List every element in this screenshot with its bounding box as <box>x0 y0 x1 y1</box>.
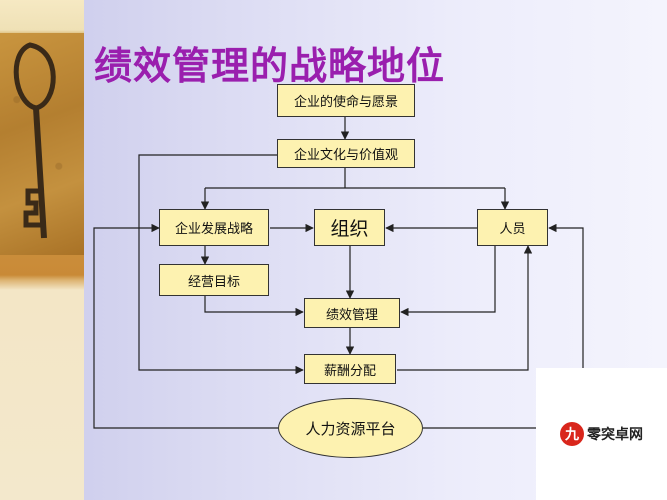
node-culture: 企业文化与价值观 <box>277 139 415 168</box>
decorative-strip <box>0 0 84 500</box>
node-performance-management: 绩效管理 <box>304 298 400 328</box>
arrow-compensation-personnel <box>397 245 533 371</box>
arrow-culture-compensation <box>138 154 304 375</box>
node-mission: 企业的使命与愿景 <box>277 84 415 117</box>
arrow-goals-performance <box>204 296 304 317</box>
key-icon <box>13 42 56 239</box>
key-photo <box>0 33 84 255</box>
node-organization: 组织 <box>314 209 385 246</box>
watermark-badge: 九 零突卓网 <box>536 368 667 500</box>
watermark-logo-icon: 九 <box>560 422 584 446</box>
watermark-logo: 九 零突卓网 <box>560 422 643 446</box>
node-compensation: 薪酬分配 <box>304 354 396 384</box>
node-hr-platform: 人力资源平台 <box>278 398 423 458</box>
slide-title: 绩效管理的战略地位 <box>94 44 446 88</box>
node-business-goals: 经营目标 <box>159 264 269 296</box>
arrow-platform-strategy <box>93 223 278 429</box>
arrow-personnel-performance <box>400 246 496 317</box>
node-strategy: 企业发展战略 <box>159 209 269 246</box>
node-personnel: 人员 <box>477 209 548 246</box>
arrow-platform-personnel <box>423 223 584 429</box>
watermark-text: 零突卓网 <box>587 427 643 443</box>
